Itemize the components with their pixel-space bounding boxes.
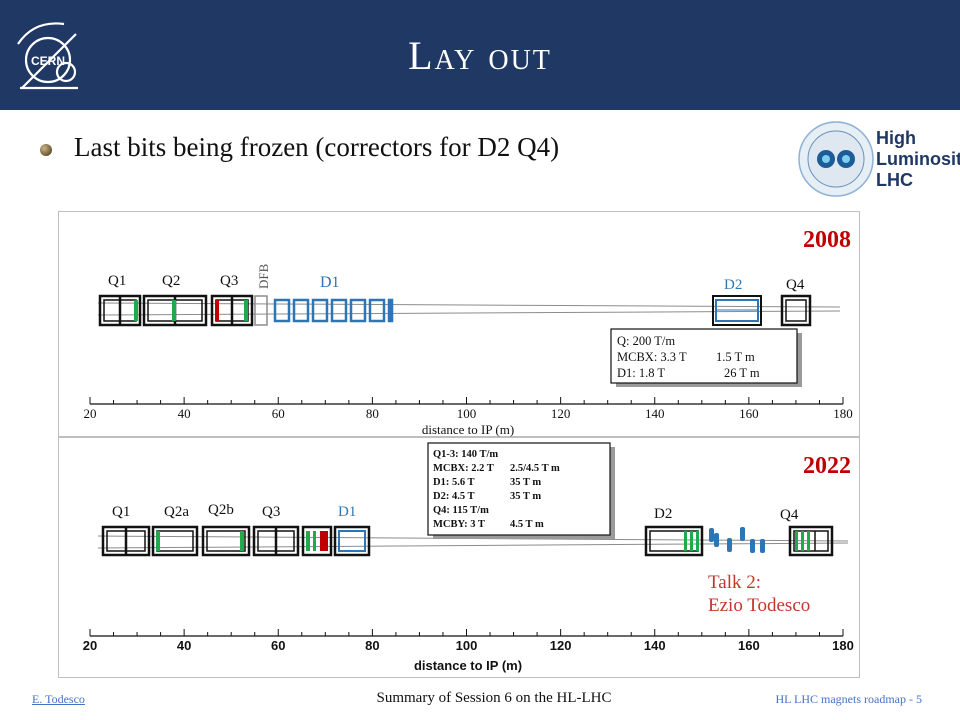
label-d1-2008: D1 [320, 274, 340, 291]
hl-logo-line2: Luminosity [876, 149, 960, 169]
legend-2008-box [610, 328, 798, 384]
axis-2008-tick-label: 180 [833, 406, 853, 421]
label-q4-2008: Q4 [786, 277, 805, 293]
legend-2022-row3-b: 35 T m [510, 477, 541, 488]
footer-session-title: Summary of Session 6 on the HL-LHC [376, 690, 612, 706]
magnet-d1-2008 [273, 298, 394, 323]
cern-logo: CERN [17, 22, 78, 90]
legend-2008-row3-b: 26 T m [724, 366, 760, 380]
layout-diagram: 2008 DFB [58, 211, 860, 678]
slide-title: Lay out [408, 33, 552, 78]
year-2008: 2008 [803, 227, 851, 253]
panel-2022: 2022 [83, 442, 854, 673]
bullet-marker [40, 144, 52, 156]
magnet-q2-2008 [142, 294, 208, 327]
magnet-q3-2008 [210, 294, 254, 327]
legend-2022-text: Q1-3: 140 T/m MCBX: 2.2 T 2.5/4.5 T m D1… [433, 449, 560, 530]
magnet-q1-2022 [101, 525, 151, 557]
axis-2022: 20 40 60 80 100 120 140 160 180 [83, 629, 854, 653]
label-q1-2008: Q1 [108, 273, 126, 289]
axis-2008-tick-label: 20 [84, 406, 97, 421]
label-d2-2022: D2 [654, 506, 672, 522]
mcby-correctors-2022 [709, 527, 765, 553]
axis-2022-tick-label: 20 [83, 638, 97, 653]
legend-2008-row2-b: 1.5 T m [716, 350, 755, 364]
axis-2008-tick-label: 80 [366, 406, 379, 421]
footer-page-info: HL LHC magnets roadmap - 5 [775, 692, 922, 706]
legend-2022-row3-a: D1: 5.6 T [433, 477, 475, 488]
axis-2022-tick-label: 60 [271, 638, 285, 653]
axis-2022-tick-label: 80 [365, 638, 379, 653]
corrector-block-2022 [301, 525, 333, 557]
bullet-text: Last bits being frozen (correctors for D… [74, 132, 560, 162]
year-2022: 2022 [803, 453, 851, 479]
legend-2008-row1-a: Q: 200 T/m [617, 334, 675, 348]
axis-2022-tick-label: 160 [738, 638, 760, 653]
label-q2a-2022: Q2a [164, 504, 189, 520]
label-q1-2022: Q1 [112, 504, 130, 520]
legend-2022-box [427, 442, 611, 536]
legend-2022-row6-a: MCBY: 3 T [433, 519, 485, 530]
legend-2008-row2-a: MCBX: 3.3 T [617, 350, 687, 364]
footer-author-link[interactable]: E. Todesco [32, 692, 85, 706]
magnet-q2b-2022 [201, 525, 251, 557]
axis-2022-tick-label: 120 [550, 638, 572, 653]
magnet-q2a-2022 [151, 525, 199, 557]
hl-logo-line1: High [876, 128, 916, 148]
axis-2008-tick-label: 60 [272, 406, 285, 421]
legend-2008-text: Q: 200 T/m MCBX: 3.3 T 1.5 T m D1: 1.8 T… [617, 334, 760, 380]
label-dfb-2008: DFB [256, 263, 271, 289]
magnet-q3-2022 [252, 525, 300, 557]
panel-2022-frame [58, 437, 860, 678]
label-q3-2008: Q3 [220, 273, 238, 289]
label-d2-2008: D2 [724, 277, 742, 293]
axis-2008-label: distance to IP (m) [422, 422, 514, 437]
label-q2b-2022: Q2b [208, 502, 234, 518]
label-d1-2022: D1 [338, 504, 356, 520]
legend-2022-row2-b: 2.5/4.5 T m [510, 463, 560, 474]
legend-2022-row2-a: MCBX: 2.2 T [433, 463, 494, 474]
axis-2008-tick-label: 100 [457, 406, 477, 421]
dfb-box-2008 [254, 295, 268, 326]
axis-2022-tick-label: 180 [832, 638, 854, 653]
magnet-d2-2008 [712, 295, 762, 326]
label-q3-2022: Q3 [262, 504, 280, 520]
magnet-q1-2008 [98, 294, 142, 327]
legend-2008-row3-a: D1: 1.8 T [617, 366, 665, 380]
hl-lhc-logo: High Luminosity LHC [798, 121, 960, 197]
axis-2008-tick-label: 160 [739, 406, 759, 421]
panel-2008: 2008 DFB [84, 227, 853, 437]
axis-2022-tick-label: 140 [644, 638, 666, 653]
cern-logo-text: CERN [31, 54, 65, 68]
label-q2-2008: Q2 [162, 273, 180, 289]
magnet-d1-2022 [333, 525, 371, 557]
hl-logo-line3: LHC [876, 170, 913, 190]
legend-2022-row5-a: Q4: 115 T/m [433, 505, 489, 516]
label-q4-2022: Q4 [780, 507, 799, 523]
axis-2022-tick-label: 100 [456, 638, 478, 653]
talk-ref-line1: Talk 2: [708, 572, 761, 593]
legend-2022-row1-a: Q1-3: 140 T/m [433, 449, 498, 460]
title-bar [0, 0, 960, 110]
beam-line-2022-b [97, 542, 849, 549]
legend-2022-row4-a: D2: 4.5 T [433, 491, 475, 502]
axis-2008-tick-label: 140 [645, 406, 665, 421]
legend-2022-row6-b: 4.5 T m [510, 519, 544, 530]
axis-2008-tick-label: 120 [551, 406, 571, 421]
legend-2022-row4-b: 35 T m [510, 491, 541, 502]
axis-2022-tick-label: 40 [177, 638, 191, 653]
magnet-q4-2022 [788, 525, 834, 557]
talk-ref-line2: Ezio Todesco [708, 595, 810, 616]
axis-2022-label: distance to IP (m) [414, 658, 522, 673]
magnet-d2-2022 [644, 525, 704, 557]
axis-2008-tick-label: 40 [178, 406, 191, 421]
axis-2008: 20 40 60 80 100 120 140 160 180 [84, 397, 853, 421]
magnet-q4-2008 [780, 294, 812, 327]
